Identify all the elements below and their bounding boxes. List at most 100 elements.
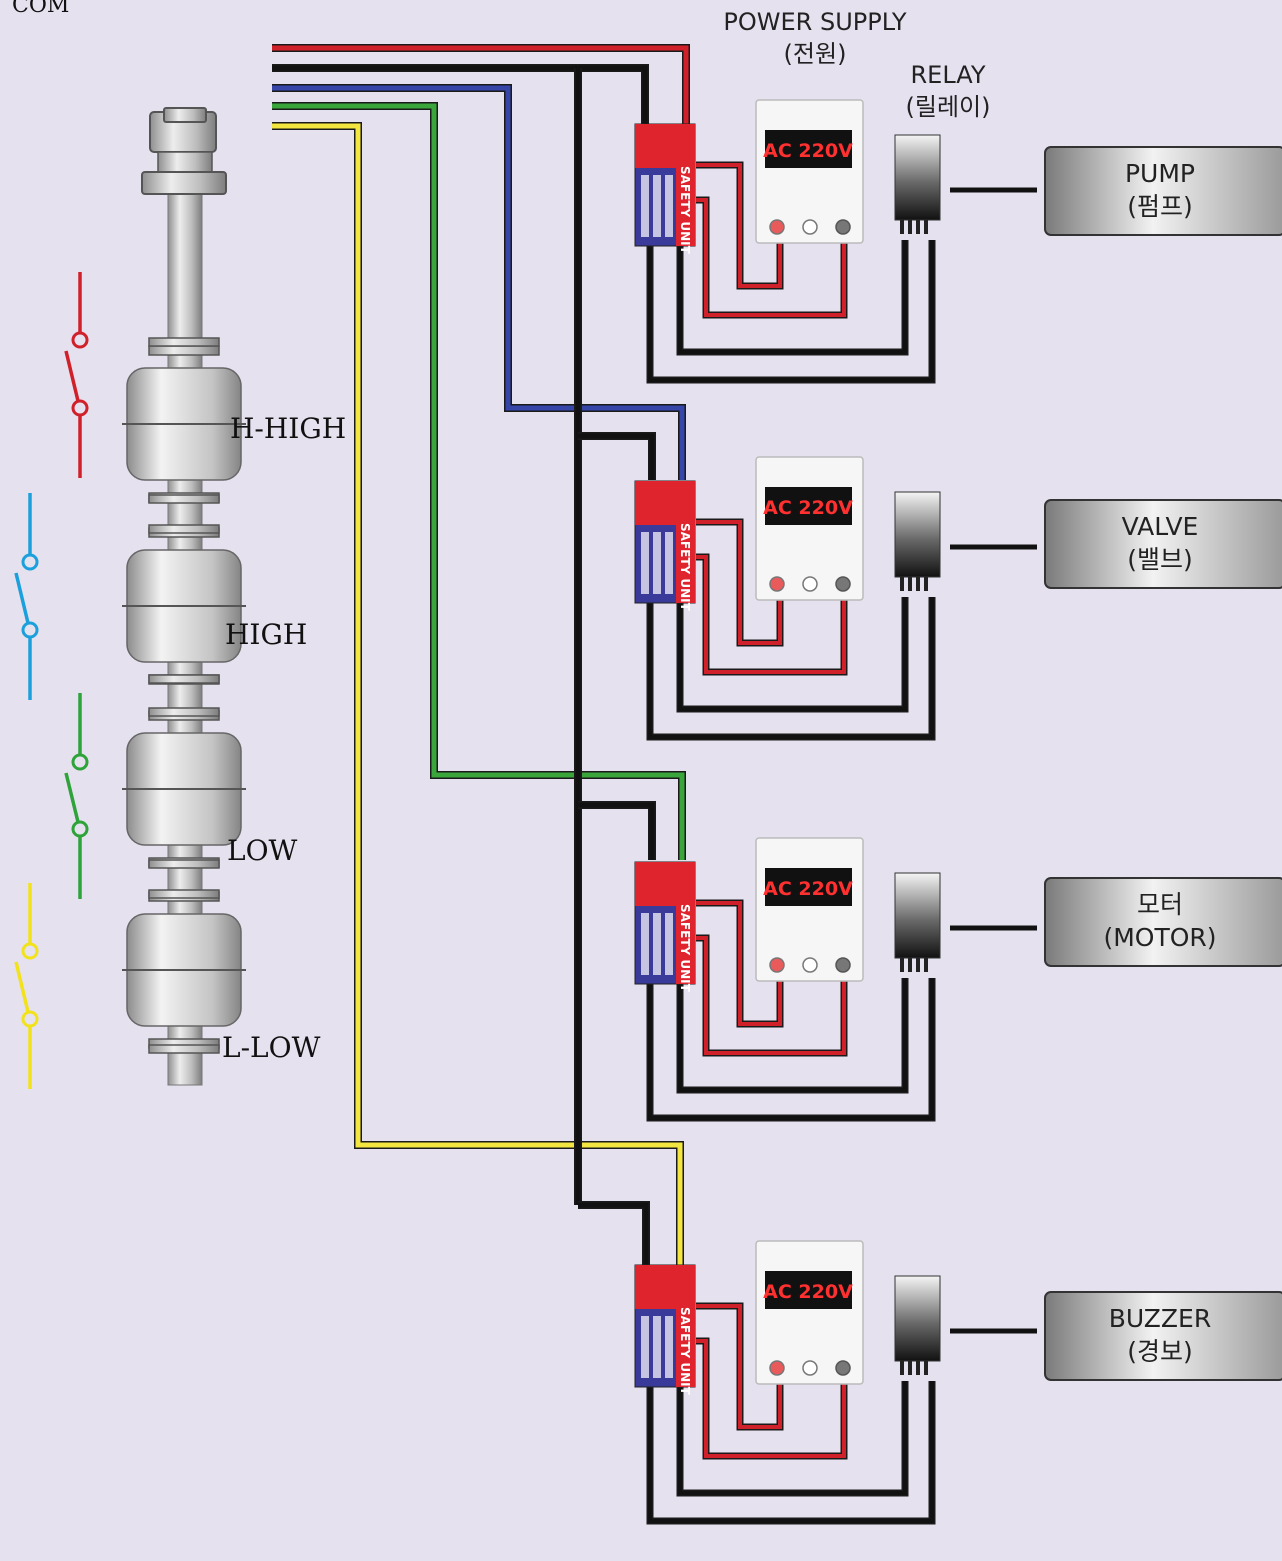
nut-cap <box>163 107 207 123</box>
switch-symbol <box>64 693 89 899</box>
control-unit: SAFETY UNIT AC 220V 모터 (MOTOR) <box>634 837 1282 993</box>
float-collar <box>148 345 220 356</box>
terminal-gray-dot <box>835 957 851 973</box>
wire-red-h-high <box>272 44 690 128</box>
safety-unit-label: SAFETY UNIT <box>678 523 692 612</box>
level-label-h-high: H-HIGH <box>230 412 346 445</box>
power-display <box>765 1271 852 1309</box>
relay-body <box>894 134 941 221</box>
wire-blue-high <box>272 84 686 480</box>
switch-symbol <box>14 883 39 1089</box>
output-label-line2: (경보) <box>1127 1337 1193 1366</box>
safety-unit-terminal <box>665 532 673 594</box>
terminal-red-dot <box>769 219 785 235</box>
floats <box>122 337 246 1054</box>
rod-stop-ring <box>148 337 220 347</box>
power-display <box>765 130 852 168</box>
safety-unit-terminal <box>653 913 661 975</box>
safety-unit-side <box>676 481 695 603</box>
safety-unit-terminal <box>641 1316 649 1378</box>
terminal-white-dot <box>802 576 818 592</box>
switch-symbols <box>14 272 89 1089</box>
control-unit: SAFETY UNIT AC 220V BUZZER (경보) <box>634 1240 1282 1396</box>
control-units: SAFETY UNIT AC 220V PUMP (펌프) SAFETY UNIT AC … <box>634 99 1282 1396</box>
relay-pins <box>900 577 928 591</box>
level-label-high: HIGH <box>225 618 307 651</box>
loop-wire-red-2 <box>696 196 848 319</box>
control-unit: SAFETY UNIT AC 220V VALVE (밸브) <box>634 456 1282 612</box>
power-supply-label: POWER SUPPLY <box>723 8 906 36</box>
loop-wire-black-inner <box>676 240 909 356</box>
loop-wire-black-inner <box>676 978 909 1094</box>
output-label-line1: PUMP <box>1125 159 1195 188</box>
terminal-gray-dot <box>835 576 851 592</box>
terminal-red-dot <box>769 1360 785 1376</box>
wiring <box>272 44 936 1525</box>
loop-wire-black-outer <box>646 240 936 384</box>
loop-wire-black-outer <box>646 1381 936 1525</box>
relay-pins <box>900 958 928 972</box>
power-display <box>765 868 852 906</box>
wire-black-com-1 <box>272 64 649 128</box>
safety-unit-terminal <box>653 175 661 237</box>
output-label-line1: VALVE <box>1122 512 1199 541</box>
safety-unit-side <box>676 862 695 984</box>
output-device-box <box>1044 146 1282 236</box>
safety-unit-label: SAFETY UNIT <box>678 904 692 993</box>
rod-stop-ring <box>148 707 220 717</box>
safety-unit-terminal <box>641 532 649 594</box>
rod-stop-ring <box>148 859 220 869</box>
wire-yellow-l-low <box>272 122 684 1265</box>
terminal-gray-dot <box>835 219 851 235</box>
loop-wire-red-1 <box>696 518 784 647</box>
terminal-red-dot <box>769 957 785 973</box>
rod-stop-ring <box>148 494 220 504</box>
wire-green-low <box>272 102 686 860</box>
output-label-line2: (MOTOR) <box>1103 923 1216 952</box>
hex-nut-bottom <box>141 171 227 195</box>
power-supply-korean: (전원) <box>784 40 847 68</box>
safety-unit-side <box>676 1265 695 1387</box>
terminal-white-dot <box>802 957 818 973</box>
level-label-low: LOW <box>227 834 298 867</box>
switch-symbol <box>64 272 89 478</box>
loop-wire-black-outer <box>646 978 936 1122</box>
terminal-gray-dot <box>835 1360 851 1376</box>
output-label-line1: 모터 <box>1137 890 1183 919</box>
output-label-line2: (밸브) <box>1127 545 1193 574</box>
loop-wire-black-outer <box>646 597 936 741</box>
rod-stop-ring <box>148 524 220 534</box>
loop-wire-red-2 <box>696 553 848 676</box>
power-display-text: AC 220V <box>763 1281 853 1303</box>
loop-wire-red-1 <box>696 161 784 290</box>
output-device-box <box>1044 499 1282 589</box>
relay-body <box>894 491 941 578</box>
power-display-text: AC 220V <box>763 140 853 162</box>
safety-unit-terminal <box>665 913 673 975</box>
wire-black-com-4 <box>578 1201 650 1265</box>
power-display-text: AC 220V <box>763 497 853 519</box>
power-display <box>765 487 852 525</box>
terminal-red-dot <box>769 576 785 592</box>
output-device-box <box>1044 1291 1282 1381</box>
safety-unit-side <box>676 124 695 246</box>
level-label-l-low: L-LOW <box>222 1031 321 1064</box>
output-label-line2: (펌프) <box>1127 192 1193 221</box>
safety-unit-terminal <box>641 175 649 237</box>
loop-wire-black-inner <box>676 597 909 713</box>
relay-body <box>894 872 941 959</box>
safety-unit-terminal <box>653 532 661 594</box>
output-device-box <box>1044 877 1282 967</box>
safety-unit-label: SAFETY UNIT <box>678 1307 692 1396</box>
rod-stop-ring <box>148 889 220 899</box>
relay-label: RELAY <box>911 61 986 89</box>
safety-unit-terminal <box>665 1316 673 1378</box>
power-display-text: AC 220V <box>763 878 853 900</box>
relay-pins <box>900 220 928 234</box>
wire-black-com-2 <box>578 432 656 480</box>
output-label-line1: BUZZER <box>1109 1304 1211 1333</box>
wire-black-com-3 <box>578 801 656 860</box>
relay-pins <box>900 1361 928 1375</box>
